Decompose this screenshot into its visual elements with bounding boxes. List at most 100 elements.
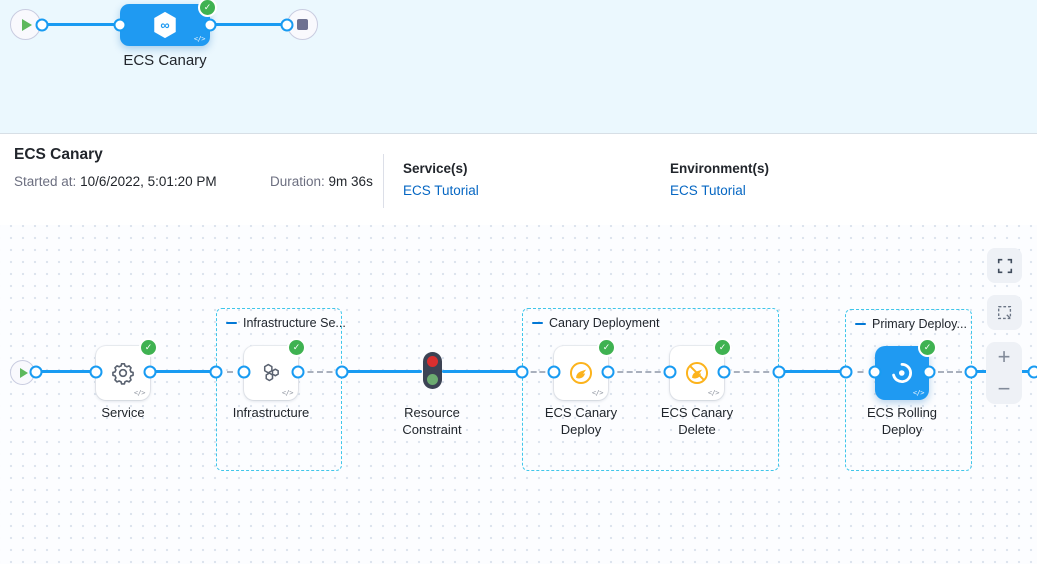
connector-port (143, 365, 157, 379)
connector-port (515, 365, 529, 379)
connector-line-dashed (522, 371, 554, 373)
execution-graph-canvas[interactable]: Infrastructure Se... Canary Deployment P… (0, 225, 1037, 564)
step-label: ECS Rolling Deploy (866, 405, 938, 437)
pipeline-title: ECS Canary (14, 146, 103, 163)
success-check-icon (198, 0, 217, 17)
connector-port (772, 365, 786, 379)
connector-line (42, 23, 120, 26)
step-label: ECS Canary Deploy (544, 405, 618, 437)
started-value: 10/6/2022, 5:01:20 PM (80, 174, 217, 189)
services-link[interactable]: ECS Tutorial (403, 183, 479, 198)
group-label: Infrastructure Se... (243, 316, 346, 330)
collapse-icon (226, 322, 237, 324)
ecs-icon (892, 362, 912, 384)
group-canary-deployment: Canary Deployment (522, 308, 779, 471)
step-label: Resource Constraint (402, 405, 462, 437)
connector-line (210, 23, 287, 26)
group-header[interactable]: Primary Deploy... (855, 317, 967, 331)
success-check-icon (287, 338, 306, 357)
marquee-select-button[interactable] (987, 295, 1022, 330)
connector-port (964, 365, 978, 379)
traffic-light-red-icon (427, 356, 438, 367)
services-label: Service(s) (403, 161, 468, 176)
gear-icon (112, 362, 134, 385)
code-icon: </> (193, 35, 206, 43)
zoom-controls: + − (986, 342, 1022, 404)
step-label: Infrastructure (232, 405, 310, 420)
code-icon: </> (281, 389, 294, 397)
duration-value: 9m 36s (328, 174, 373, 189)
cd-stage-icon: ∞ (154, 11, 176, 39)
connector-line (779, 370, 846, 373)
hexagons-icon (263, 363, 279, 382)
step-node-ecs-canary-deploy[interactable]: </> (554, 338, 616, 400)
connector-line-dashed (216, 371, 244, 373)
group-label: Canary Deployment (549, 316, 660, 330)
code-icon: </> (912, 389, 925, 397)
traffic-light-green-icon (427, 374, 438, 385)
code-icon: </> (133, 389, 146, 397)
connector-line-dashed (608, 371, 670, 373)
stage-node-ecs-canary[interactable]: ∞ </> (120, 0, 217, 46)
connector-port (922, 365, 936, 379)
step-node-service[interactable]: </> (96, 338, 158, 400)
stage-label: ECS Canary (123, 52, 207, 69)
stage-graph-banner: ∞ </> ECS Canary (0, 0, 1037, 134)
connector-line-dashed (846, 371, 875, 373)
connector-port (717, 365, 731, 379)
connector-port (839, 365, 853, 379)
connector-port (601, 365, 615, 379)
execution-summary-bar: ECS Canary Started at: 10/6/2022, 5:01:2… (0, 134, 1037, 226)
group-primary-deployment: Primary Deploy... (845, 309, 972, 471)
success-check-icon (139, 338, 158, 357)
connector-port (1027, 365, 1037, 379)
play-icon (19, 367, 28, 378)
started-at: Started at: 10/6/2022, 5:01:20 PM (14, 174, 217, 189)
started-label: Started at: (14, 174, 77, 189)
connector-port (280, 18, 294, 32)
group-infrastructure-section: Infrastructure Se... (216, 308, 346, 471)
connector-port (209, 365, 223, 379)
svg-text:∞: ∞ (160, 18, 169, 33)
connector-line (442, 370, 522, 373)
connector-port (547, 365, 561, 379)
step-node-infrastructure[interactable]: </> (244, 338, 306, 400)
stop-icon (297, 19, 308, 30)
canary-delete-icon (685, 361, 709, 385)
group-header[interactable]: Infrastructure Se... (226, 316, 346, 330)
environments-link[interactable]: ECS Tutorial (670, 183, 746, 198)
zoom-out-button[interactable]: − (997, 376, 1011, 401)
collapse-icon (855, 323, 866, 325)
environments-block: Environment(s) ECS Tutorial (670, 161, 769, 198)
connector-port (291, 365, 305, 379)
connector-port (29, 365, 43, 379)
connector-line (150, 370, 216, 373)
duration: Duration: 9m 36s (270, 174, 373, 189)
success-check-icon (918, 338, 937, 357)
step-node-resource-constraint[interactable] (423, 352, 442, 389)
connector-line (36, 370, 96, 373)
success-check-icon (713, 338, 732, 357)
connector-port (335, 365, 349, 379)
canary-icon (569, 361, 593, 385)
connector-port (35, 18, 49, 32)
step-node-ecs-rolling-deploy[interactable]: </> (875, 338, 937, 400)
fullscreen-icon (997, 258, 1012, 273)
fit-to-screen-button[interactable] (987, 248, 1022, 283)
connector-line-dashed (298, 371, 342, 373)
connector-port (663, 365, 677, 379)
collapse-icon (532, 322, 543, 324)
group-label: Primary Deploy... (872, 317, 967, 331)
code-icon: </> (707, 389, 720, 397)
connector-port (203, 18, 217, 32)
success-check-icon (597, 338, 616, 357)
connector-port (89, 365, 103, 379)
step-label: ECS Canary Delete (660, 405, 734, 437)
step-label: Service (101, 405, 145, 420)
connector-port (237, 365, 251, 379)
zoom-in-button[interactable]: + (997, 344, 1011, 369)
step-node-ecs-canary-delete[interactable]: </> (670, 338, 732, 400)
connector-line (342, 370, 422, 373)
group-header[interactable]: Canary Deployment (532, 316, 659, 330)
